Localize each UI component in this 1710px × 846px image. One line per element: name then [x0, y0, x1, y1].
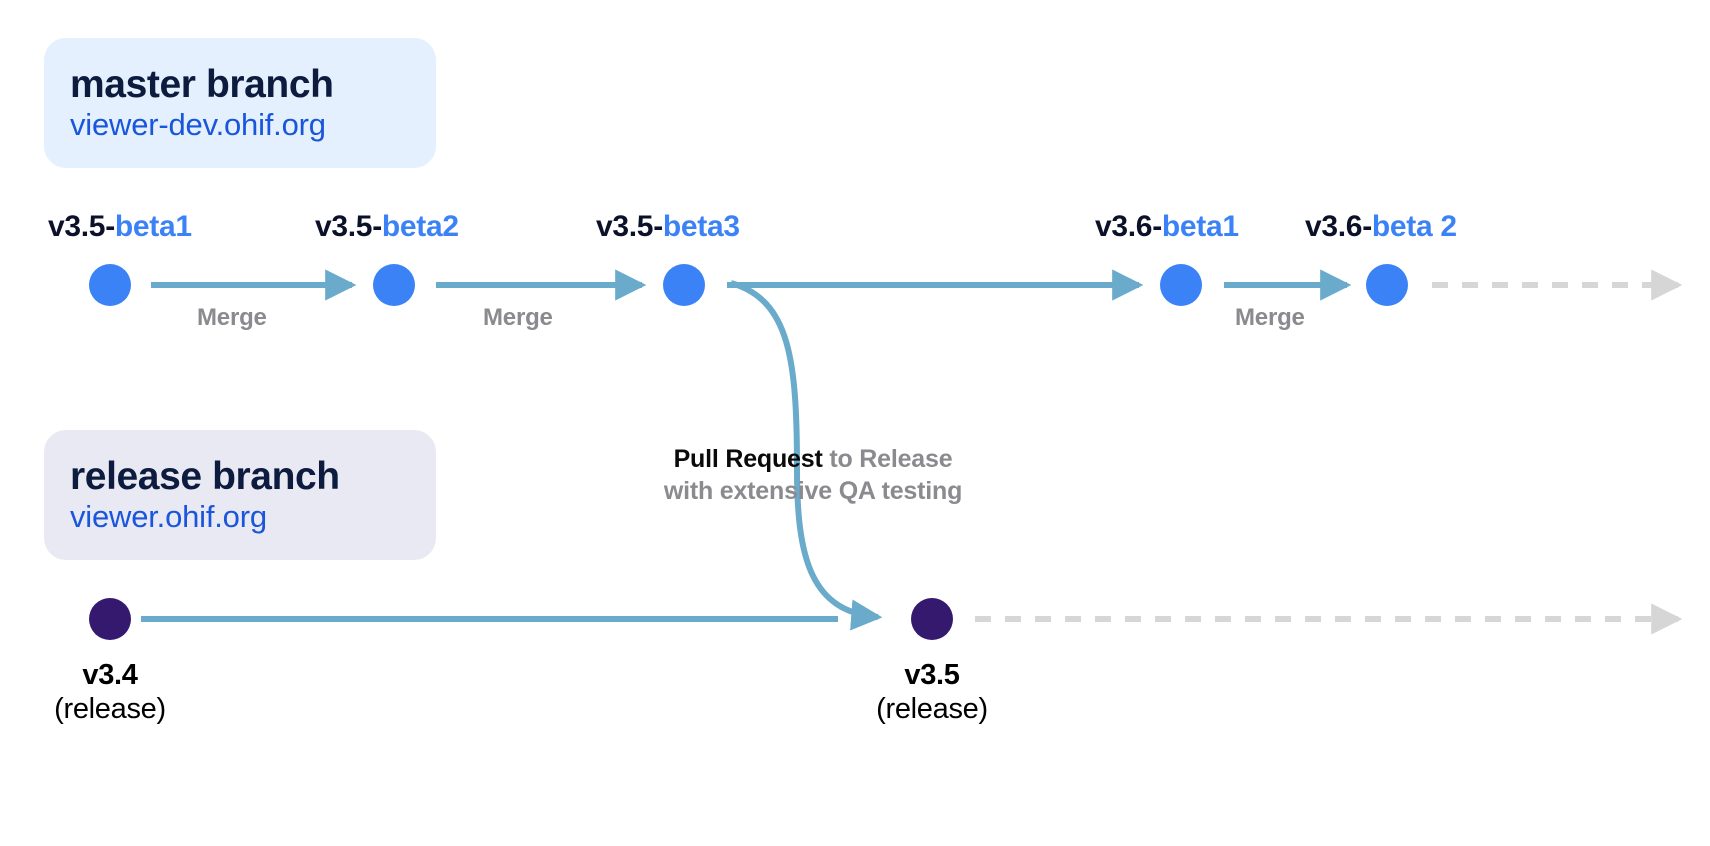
release-caption-v35: v3.5 (release)	[832, 658, 1032, 726]
release-dot-v34[interactable]	[89, 598, 131, 640]
pull-request-qa-text: with extensive QA testing	[663, 477, 963, 505]
commit-label-base: v3.5-	[596, 210, 663, 243]
pull-request-muted-text: to Release	[822, 445, 953, 473]
release-version-v34: v3.4	[82, 659, 138, 691]
release-sub-v35: (release)	[876, 693, 988, 726]
commit-label-v36-beta2: v3.6-beta 2	[1305, 212, 1457, 242]
commit-label-base: v3.6-	[1305, 210, 1372, 243]
release-sub-v34: (release)	[54, 693, 166, 726]
commit-label-beta: beta2	[381, 210, 459, 243]
release-dot-v35[interactable]	[911, 598, 953, 640]
commit-label-beta: beta1	[114, 210, 192, 243]
commit-label-base: v3.5-	[48, 210, 115, 243]
merge-label-1: Merge	[197, 304, 267, 331]
release-branch-url: viewer.ohif.org	[70, 498, 267, 534]
commit-label-beta: beta 2	[1371, 210, 1457, 243]
master-branch-url: viewer-dev.ohif.org	[70, 106, 326, 142]
commit-dot-v36-beta2[interactable]	[1366, 264, 1408, 306]
merge-label-3: Merge	[1235, 304, 1305, 331]
commit-label-v35-beta1: v3.5-beta1	[48, 212, 192, 242]
commit-label-v35-beta3: v3.5-beta3	[596, 212, 740, 242]
commit-label-beta: beta3	[662, 210, 740, 243]
arrow-pull-request-curve	[730, 280, 883, 631]
pull-request-strong-text: Pull Request	[673, 445, 823, 473]
commit-dot-v35-beta1[interactable]	[89, 264, 131, 306]
release-branch-chip: release branch viewer.ohif.org	[44, 430, 436, 560]
commit-dot-v36-beta1[interactable]	[1160, 264, 1202, 306]
merge-label-2: Merge	[483, 304, 553, 331]
commit-label-v35-beta2: v3.5-beta2	[315, 212, 459, 242]
pull-request-annotation: Pull Request to Release with extensive Q…	[648, 443, 978, 507]
release-branch-title: release branch	[70, 454, 340, 498]
commit-label-beta: beta1	[1161, 210, 1239, 243]
release-version-v35: v3.5	[904, 659, 960, 691]
commit-dot-v35-beta3[interactable]	[663, 264, 705, 306]
commit-label-v36-beta1: v3.6-beta1	[1095, 212, 1239, 242]
release-caption-v34: v3.4 (release)	[10, 658, 210, 726]
master-branch-chip: master branch viewer-dev.ohif.org	[44, 38, 436, 168]
commit-label-base: v3.6-	[1095, 210, 1162, 243]
master-branch-title: master branch	[70, 62, 334, 106]
commit-label-base: v3.5-	[315, 210, 382, 243]
commit-dot-v35-beta2[interactable]	[373, 264, 415, 306]
